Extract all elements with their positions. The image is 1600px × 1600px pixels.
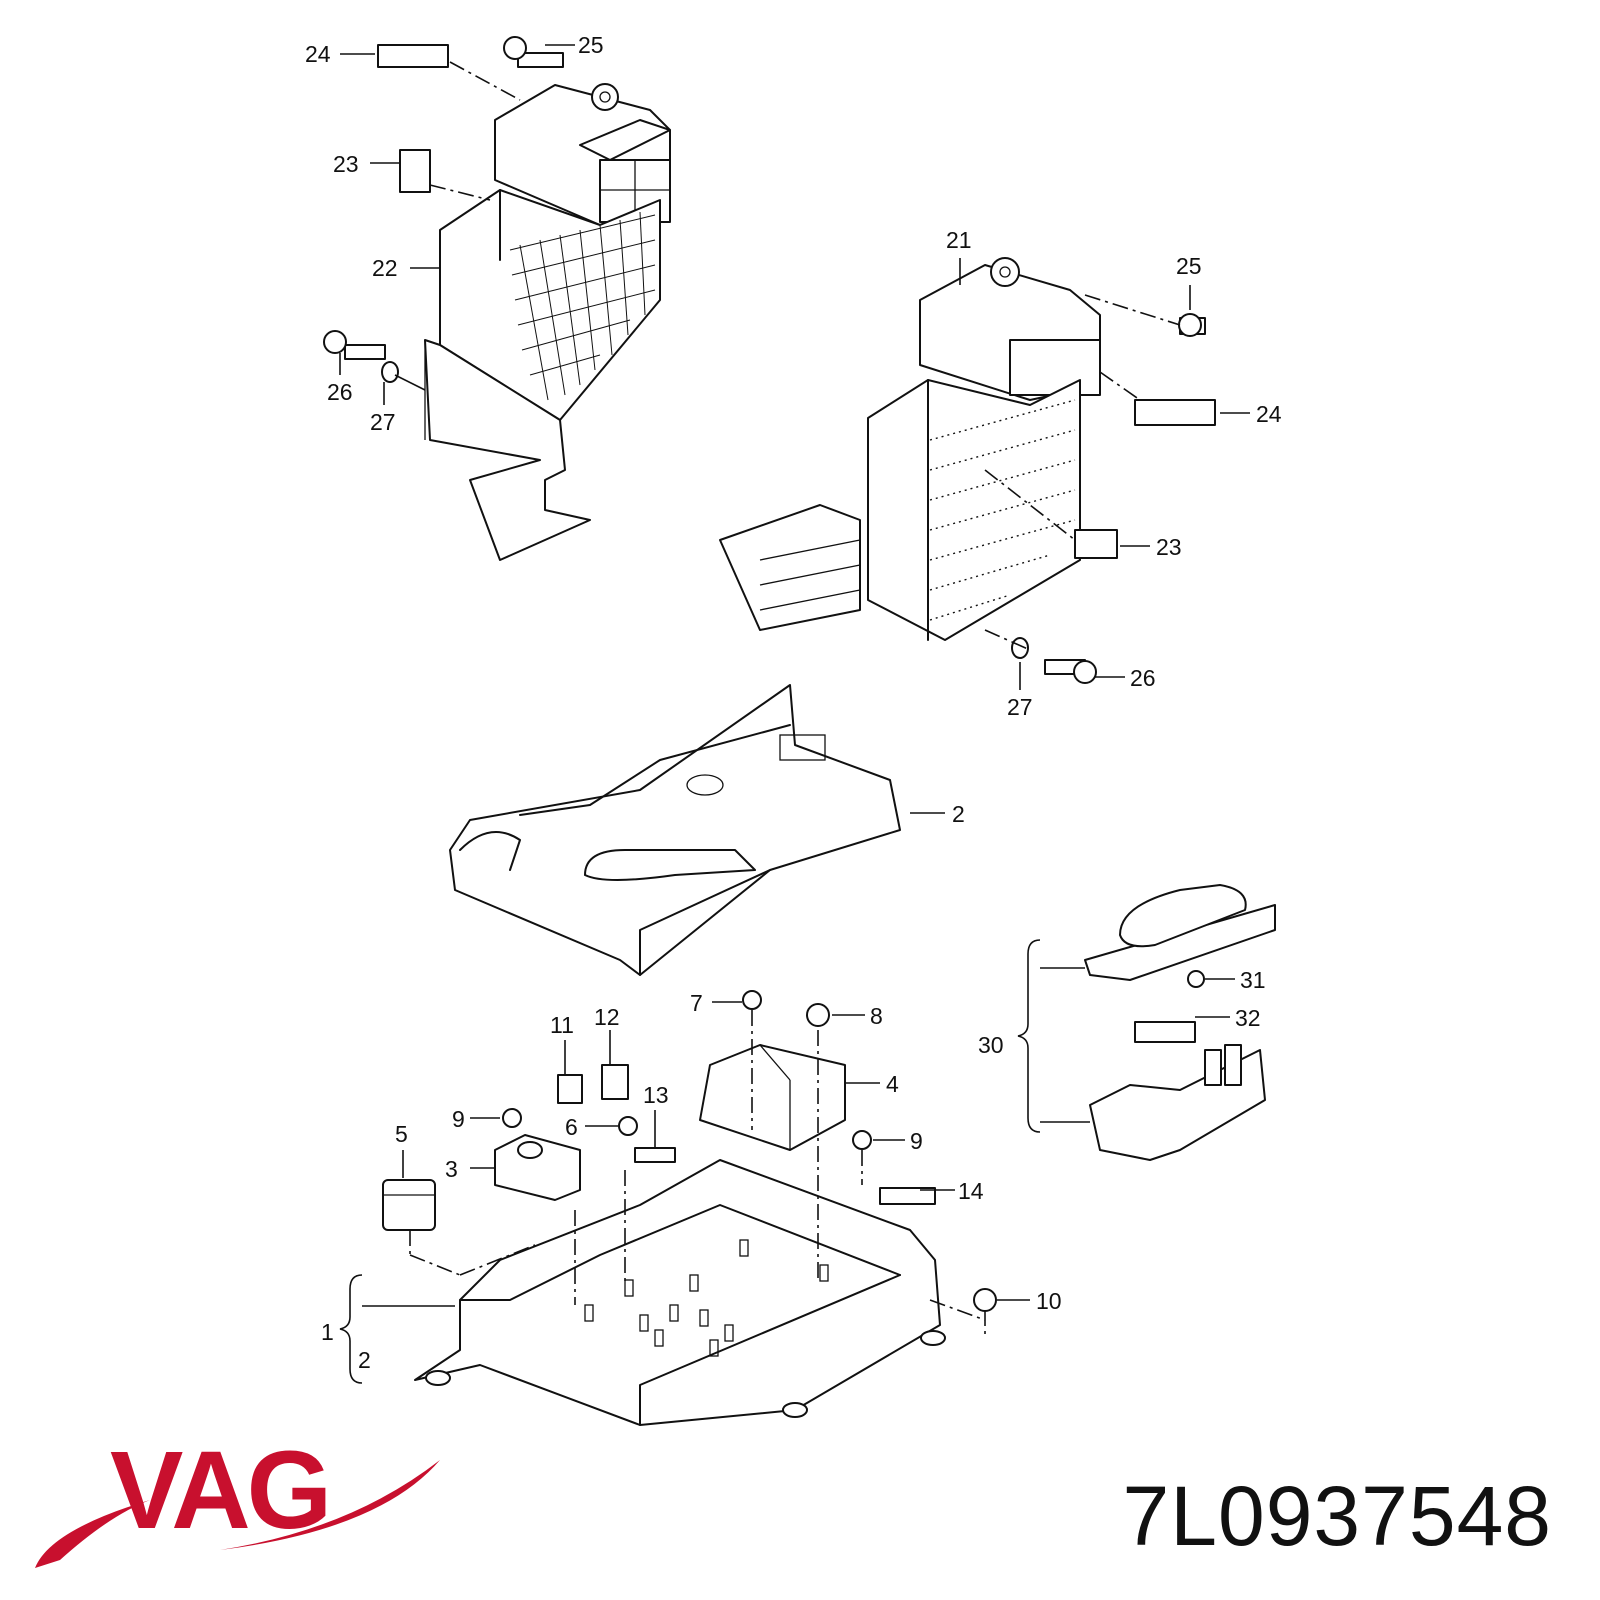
callout-8: 8	[870, 1003, 883, 1029]
fuses-and-fasteners	[323, 36, 1216, 1312]
callout-5: 5	[395, 1121, 408, 1147]
callout-22: 22	[372, 255, 398, 281]
base-plate-1	[414, 1159, 946, 1426]
callout-23-right: 23	[1156, 534, 1182, 560]
callout-9-right: 9	[910, 1128, 923, 1154]
callout-9-left: 9	[452, 1106, 465, 1132]
callout-24-right: 24	[1256, 401, 1282, 427]
brand-name: VAG	[110, 1429, 328, 1552]
part-number: 7L0937548	[1122, 1469, 1552, 1563]
fuse-box-22	[424, 83, 671, 561]
callout-21: 21	[946, 227, 972, 253]
bracket-1-2	[339, 1274, 363, 1384]
relay-5	[382, 1179, 436, 1231]
callout-4: 4	[886, 1071, 899, 1097]
callout-14: 14	[958, 1178, 984, 1204]
callout-1: 1	[321, 1319, 334, 1345]
callout-31: 31	[1240, 967, 1266, 993]
callout-27-top: 27	[370, 409, 396, 435]
callout-25-top: 25	[578, 32, 604, 58]
callout-11: 11	[550, 1012, 574, 1038]
callout-30: 30	[978, 1032, 1004, 1058]
callout-7: 7	[690, 990, 703, 1016]
callout-26-top: 26	[327, 379, 353, 405]
module-4	[699, 1044, 846, 1151]
fuse-holder-30	[1084, 884, 1276, 1161]
callout-2: 2	[952, 801, 965, 827]
bracket-3	[494, 1134, 581, 1201]
callout-6: 6	[565, 1114, 578, 1140]
callout-25-right: 25	[1176, 253, 1202, 279]
fuse-box-21	[719, 257, 1101, 641]
callout-23-top: 23	[333, 151, 359, 177]
callout-10: 10	[1036, 1288, 1062, 1314]
bracket-30	[1017, 939, 1041, 1133]
callout-12: 12	[594, 1004, 620, 1030]
callout-26-right: 26	[1130, 665, 1156, 691]
callout-3: 3	[445, 1156, 458, 1182]
callout-13: 13	[643, 1082, 669, 1108]
callout-24-top: 24	[305, 41, 331, 67]
callout-2-bottom: 2	[358, 1347, 371, 1373]
callout-27-right: 27	[1007, 694, 1033, 720]
callout-32: 32	[1235, 1005, 1261, 1031]
logo-swoosh	[35, 1460, 440, 1568]
vag-logo: VAG	[35, 1429, 440, 1568]
assembly-lines	[409, 61, 1181, 1335]
tray-2	[449, 684, 901, 976]
callout-labels: 24 25 23 22 26 27 21 25 24 23 26 27 2 11…	[305, 32, 1282, 1373]
leader-lines	[339, 44, 1250, 1307]
